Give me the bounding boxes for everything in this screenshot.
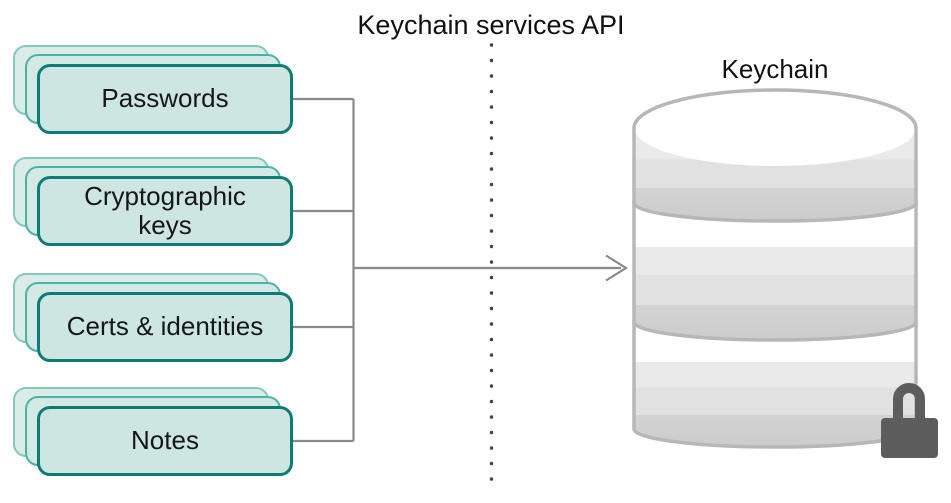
card-front-passwords: Passwords [37, 64, 293, 134]
database-lid [634, 90, 916, 166]
arrowhead-icon [605, 254, 629, 282]
card-label: Cryptographic keys [84, 180, 246, 240]
lock-icon [881, 383, 938, 458]
database-disk-bottom [634, 320, 916, 447]
card-label: Passwords [101, 83, 229, 114]
database-disk-top-outline [632, 88, 918, 223]
database-cylinder-icon [632, 88, 918, 449]
card-front-notes: Notes [37, 406, 293, 476]
database-disk-middle [634, 201, 916, 340]
card-group-notes: Notes [13, 387, 293, 476]
card-group-certs-identities: Certs & identities [13, 273, 293, 362]
keychain-label: Keychain [721, 54, 829, 84]
card-front-cryptographic-keys: Cryptographic keys [37, 176, 293, 246]
database-disk-middle-outline [632, 201, 918, 342]
card-group-passwords: Passwords [13, 45, 293, 134]
card-label: Certs & identities [66, 311, 264, 342]
card-label: Notes [131, 425, 199, 456]
connector-lines [293, 97, 355, 443]
diagram-title: Keychain services API [357, 10, 625, 40]
card-group-cryptographic-keys: Cryptographic keys [13, 157, 293, 246]
card-front-certs-identities: Certs & identities [37, 292, 293, 362]
